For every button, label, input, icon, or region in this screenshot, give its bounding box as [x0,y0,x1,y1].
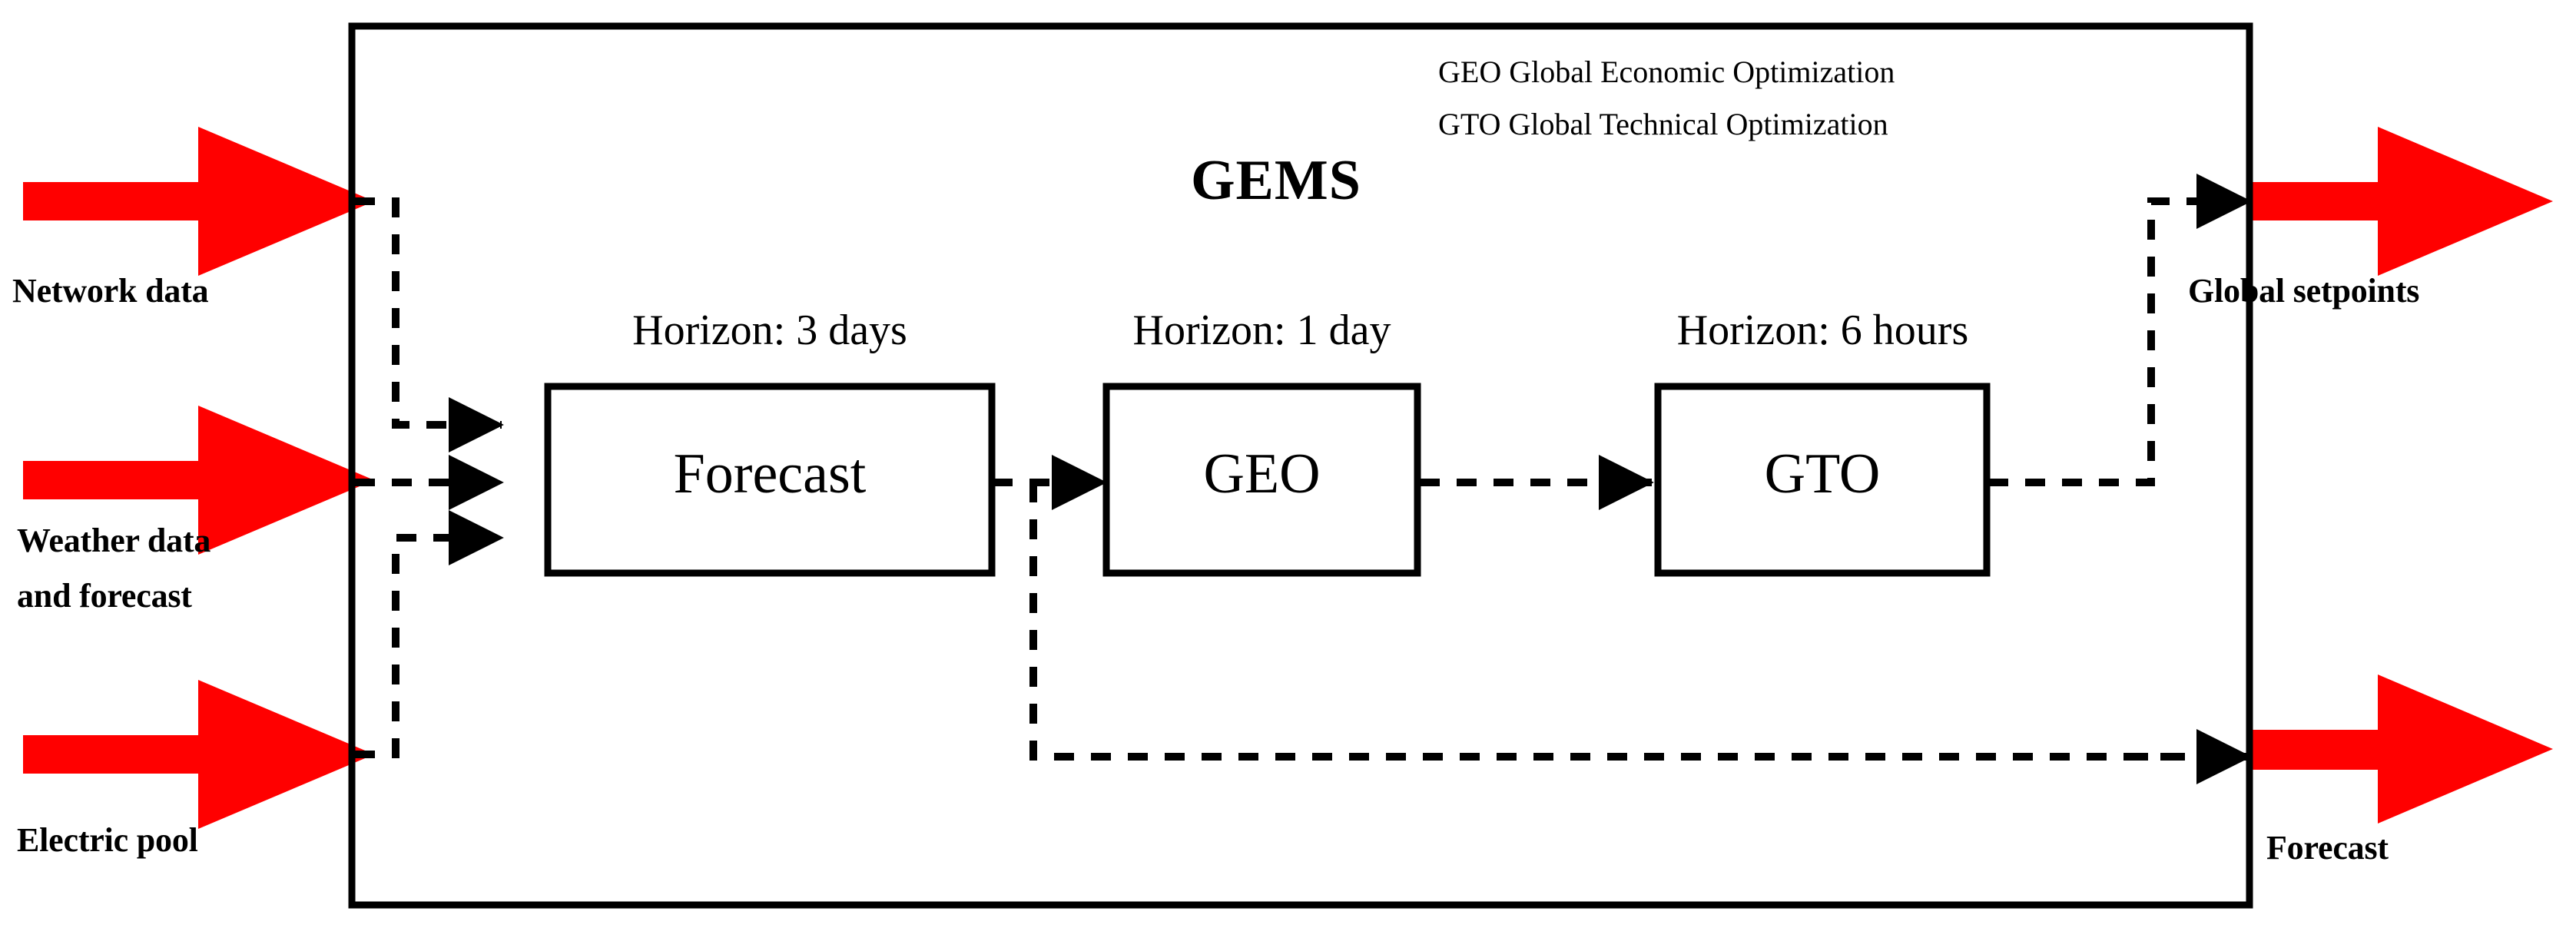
connector-electric-pool-to-forecast [355,510,504,758]
input-arrow-network-data [23,127,374,276]
block-title-geo: GEO [1203,442,1321,505]
horizon-label-gto: Horizon: 6 hours [1676,307,1969,354]
legend-line-geo: GEO Global Economic Optimization [1438,55,1895,89]
gems-container-border [348,22,2253,909]
input-label-weather-data: Weather data [17,522,211,559]
legend-line-gto: GTO Global Technical Optimization [1438,107,1888,141]
block-box-geo [1102,383,1421,577]
output-label-global-setpoints: Global setpoints [2188,272,2420,310]
block-title-gto: GTO [1764,442,1881,505]
input-label-network-data: Network data [12,272,209,310]
block-box-gto [1654,383,1991,577]
block-box-forecast [544,383,996,577]
horizon-label-forecast: Horizon: 3 days [632,307,907,354]
input-label-weather-data-line2: and forecast [17,577,192,615]
gems-title: GEMS [1191,149,1361,212]
input-arrow-electric-pool [23,680,374,829]
input-label-electric-pool: Electric pool [17,821,198,859]
output-arrow-forecast [2247,674,2553,824]
connector-forecast-branch-down [1029,482,2167,761]
connector-network-data-to-forecast [355,197,504,452]
block-title-forecast: Forecast [673,442,867,505]
input-arrow-weather-data [23,406,374,555]
output-arrow-global-setpoints [2247,127,2553,276]
horizon-label-geo: Horizon: 1 day [1132,307,1391,354]
output-label-forecast: Forecast [2266,829,2389,867]
connector-gto-to-global-setpoints [1988,174,2252,486]
